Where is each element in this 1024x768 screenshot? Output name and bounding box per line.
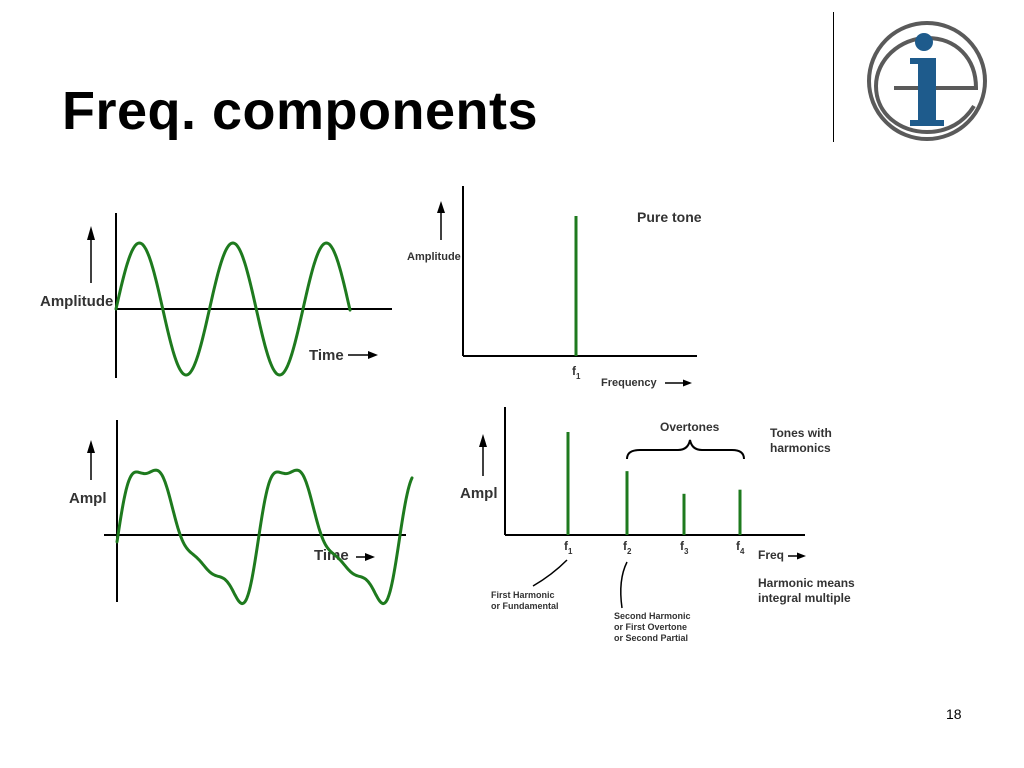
complex-spectrum-graph: Ampl Overtones Tones with harmonics Freq…	[460, 407, 855, 643]
complex-spectrum-right-arrowhead-icon	[797, 552, 806, 560]
harmonic-note-line2: integral multiple	[758, 591, 851, 605]
complex-spectrum-arrowhead-icon	[479, 434, 487, 447]
pure-wave-xlabel: Time	[309, 347, 344, 364]
harmonic-note-line1: Harmonic means	[758, 576, 855, 590]
complex-wave	[115, 468, 414, 606]
pure-spectrum-right-arrowhead-icon	[683, 379, 692, 387]
pure-spectrum-freq-subscript-1: 1	[576, 372, 581, 381]
complex-spectrum-ylabel: Ampl	[460, 485, 498, 502]
complex-spectrum-freq-subscript-2: 2	[627, 547, 632, 556]
logo-e-shape	[873, 35, 979, 135]
first-harmonic-line2: or Fundamental	[491, 601, 559, 611]
complex-spectrum-bars: f1 f2 f3 f4	[564, 432, 745, 556]
pure-sine-wave	[114, 241, 352, 377]
complex-spectrum-freq-label-4: f4	[736, 539, 745, 556]
first-harmonic-line1: First Harmonic	[491, 590, 555, 600]
complex-spectrum-freq-subscript-3: 3	[684, 547, 689, 556]
ie-logo-icon	[867, 21, 987, 141]
complex-spectrum-freq-label-2: f2	[623, 539, 632, 556]
pure-spectrum-graph: Amplitude Pure tone Frequency f1	[407, 186, 702, 389]
pure-spectrum-ylabel: Amplitude	[407, 251, 461, 263]
complex-wave-xlabel: Time	[314, 547, 349, 564]
overtones-label: Overtones	[660, 420, 720, 434]
logo-i-stem	[910, 58, 944, 126]
logo-i-dot	[915, 33, 933, 51]
complex-spectrum-title: Tones with	[770, 426, 832, 440]
complex-spectrum-freq-subscript-4: 4	[740, 547, 745, 556]
overtones-brace	[626, 439, 745, 460]
complex-wave-arrowhead-icon	[87, 440, 95, 453]
second-harmonic-leader	[620, 561, 628, 609]
slide-title: Freq. components	[62, 81, 539, 141]
second-harmonic-line1: Second Harmonic	[614, 611, 691, 621]
pure-spectrum-bars: f1	[572, 216, 581, 381]
second-harmonic-line2: or First Overtone	[614, 622, 687, 632]
complex-spectrum-title-line2: harmonics	[770, 441, 831, 455]
pure-spectrum-freq-label-1: f1	[572, 364, 581, 381]
pure-wave-ylabel: Amplitude	[40, 293, 113, 310]
complex-spectrum-xlabel: Freq	[758, 548, 784, 562]
pure-wave-right-arrowhead-icon	[368, 351, 378, 359]
pure-spectrum-title: Pure tone	[637, 209, 702, 225]
complex-spectrum-freq-label-1: f1	[564, 539, 573, 556]
complex-wave-ylabel: Ampl	[69, 490, 107, 507]
pure-spectrum-xlabel: Frequency	[601, 377, 658, 389]
page-number: 18	[946, 706, 962, 722]
logo-ring	[867, 21, 987, 141]
first-harmonic-leader	[532, 559, 568, 587]
complex-spectrum-freq-label-3: f3	[680, 539, 689, 556]
header-divider	[833, 12, 834, 142]
complex-spectrum-freq-subscript-1: 1	[568, 547, 573, 556]
complex-wave-graph: Ampl Time	[69, 420, 414, 606]
complex-wave-right-arrowhead-icon	[365, 553, 375, 561]
pure-wave-arrowhead-icon	[87, 226, 95, 240]
second-harmonic-line3: or Second Partial	[614, 633, 688, 643]
pure-wave-graph: Amplitude Time	[40, 213, 392, 378]
pure-spectrum-arrowhead-icon	[437, 201, 445, 213]
